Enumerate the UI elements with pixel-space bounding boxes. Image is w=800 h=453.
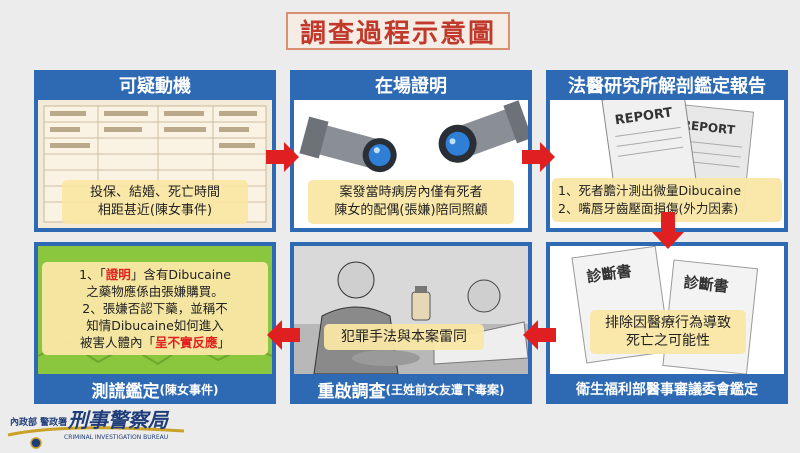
panel-polygraph: 1、「證明」含有Dibucaine 之藥物應係由張嫌購買。 2、張嫌否認下藥，並… bbox=[34, 242, 276, 404]
bottle-icon bbox=[411, 286, 431, 321]
presence-note-line-2: 陳女的配偶(張嫌)陪同照顧 bbox=[334, 203, 488, 218]
polygraph-line-4: 知情Dibucaine如何進入 bbox=[86, 318, 224, 333]
arrow-right-icon bbox=[266, 142, 299, 172]
panel-reinvestigation: 犯罪手法與本案雷同 重啟調查(王姓前女友遭下毒案) bbox=[290, 242, 532, 404]
medical-note: 排除因醫療行為導致 死亡之可能性 bbox=[590, 310, 746, 354]
panel-reinvestigation-footer: 重啟調查(王姓前女友遭下毒案) bbox=[317, 381, 505, 402]
arrow-down-icon bbox=[652, 212, 684, 249]
motive-note-line-1: 投保、結婚、死亡時間 bbox=[89, 185, 220, 200]
polygraph-note: 1、「證明」含有Dibucaine 之藥物應係由張嫌購買。 2、張嫌否認下藥，並… bbox=[42, 262, 268, 355]
page-title: 調查過程示意圖 bbox=[286, 12, 510, 50]
panel-medical: 診斷書 診斷書 排除因醫療行為導致 死亡之可能性 衛生福利部醫事審議委會鑑定 bbox=[546, 242, 788, 404]
arrow-left-icon bbox=[523, 320, 556, 350]
polygraph-line-2: 之藥物應係由張嫌購買。 bbox=[86, 284, 224, 299]
logo-ministry: 內政部 警政署 bbox=[10, 416, 67, 428]
panel-motive: 可疑動機 投保、結 bbox=[34, 70, 276, 232]
medical-note-line-1: 排除因醫療行為導致 bbox=[605, 315, 731, 331]
arrow-left-icon bbox=[267, 320, 300, 350]
panel-motive-header: 可疑動機 bbox=[119, 76, 191, 97]
panel-medical-footer: 衛生福利部醫事審議委會鑑定 bbox=[576, 382, 758, 398]
panel-polygraph-footer: 測謊鑑定(陳女事件) bbox=[91, 381, 219, 402]
presence-note: 案發當時病房內僅有死者 陳女的配偶(張嫌)陪同照顧 bbox=[308, 180, 514, 224]
panel-presence-header: 在場證明 bbox=[375, 76, 447, 97]
arrow-right-icon bbox=[522, 142, 555, 172]
motive-note-line-2: 相距甚近(陳女事件) bbox=[97, 203, 213, 218]
forensic-note: 1、死者膽汁測出微量Dibucaine 2、嘴唇牙齒壓面損傷(外力因素) bbox=[552, 178, 782, 222]
polygraph-line-3: 2、張嫌否認下藥，並稱不 bbox=[82, 301, 228, 316]
motive-note: 投保、結婚、死亡時間 相距甚近(陳女事件) bbox=[62, 180, 248, 224]
report-label-back: REPORT bbox=[681, 118, 736, 138]
medical-note-line-2: 死亡之可能性 bbox=[626, 333, 710, 349]
panel-forensic-header: 法醫研究所解剖鑑定報告 bbox=[568, 76, 766, 97]
panel-forensic: 法醫研究所解剖鑑定報告 REPORT REPORT 1、死者膽汁測出微量Dibu… bbox=[546, 70, 788, 232]
hospital-scene-illustration bbox=[294, 246, 528, 374]
camera-icon bbox=[438, 100, 528, 163]
polygraph-line-1: 1、「證明」含有Dibucaine bbox=[79, 267, 231, 282]
forensic-note-line-2: 2、嘴唇牙齒壓面損傷(外力因素) bbox=[558, 201, 739, 216]
logo-agency: 刑事警察局 bbox=[67, 408, 170, 432]
badge-icon bbox=[30, 437, 42, 449]
logo-english: CRIMINAL INVESTIGATION BUREAU bbox=[64, 434, 168, 441]
cib-logo: 內政部 警政署 刑事警察局 CRIMINAL INVESTIGATION BUR… bbox=[6, 405, 186, 449]
polygraph-line-5: 被害人體內「呈不實反應」 bbox=[79, 335, 231, 350]
presence-note-line-1: 案發當時病房內僅有死者 bbox=[339, 185, 483, 200]
panel-presence: 在場證明 案發當時病房內僅有死者 陳女的配偶(張嫌)陪同照顧 bbox=[290, 70, 532, 232]
forensic-note-line-1: 1、死者膽汁測出微量Dibucaine bbox=[558, 183, 742, 198]
cert-label-right: 診斷書 bbox=[683, 273, 730, 296]
camera-icon bbox=[299, 116, 397, 173]
reinvestigation-note: 犯罪手法與本案雷同 bbox=[324, 324, 484, 350]
